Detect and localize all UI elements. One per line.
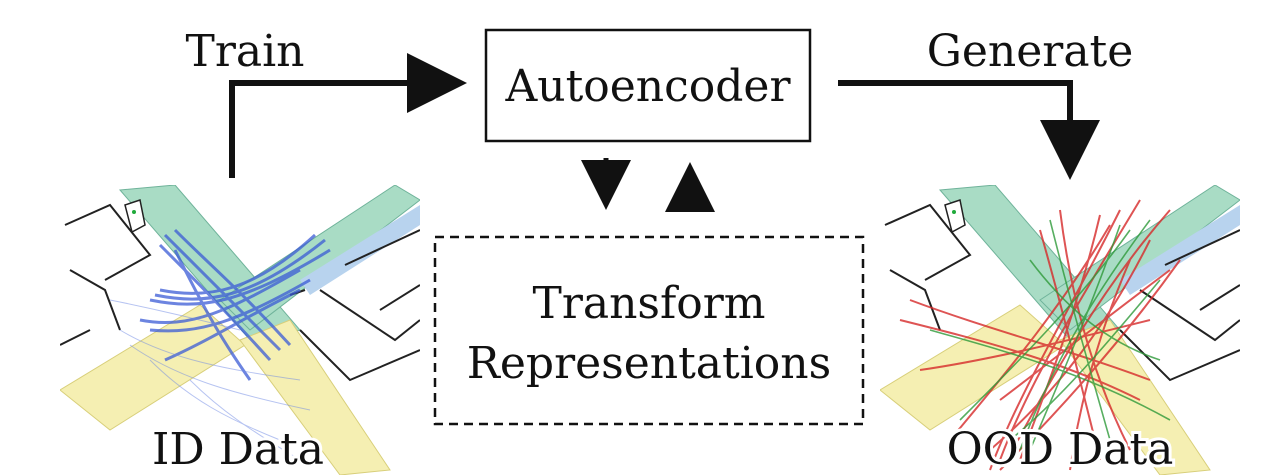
id-data-label: ID Data	[152, 424, 324, 475]
ood-trajectories-green	[929, 219, 1171, 451]
autoencoder-label: Autoencoder	[504, 61, 791, 112]
ood-scene-map	[880, 185, 1240, 475]
transform-label-line2: Representations	[467, 338, 831, 389]
ood-trajectories-red	[899, 199, 1181, 471]
ood-data-label: OOD Data	[947, 424, 1174, 475]
train-arrow	[229, 53, 467, 178]
generate-arrow	[838, 80, 1100, 180]
autoencoder-box	[484, 28, 812, 143]
transform-label-line1: Transform	[532, 278, 765, 329]
id-trajectories	[139, 228, 331, 381]
generate-label: Generate	[927, 26, 1134, 77]
ood-road-blue	[1120, 205, 1240, 295]
train-label: Train	[185, 26, 304, 77]
id-road-blue	[300, 205, 420, 295]
transform-box	[433, 235, 865, 426]
id-scene-map	[60, 185, 420, 475]
